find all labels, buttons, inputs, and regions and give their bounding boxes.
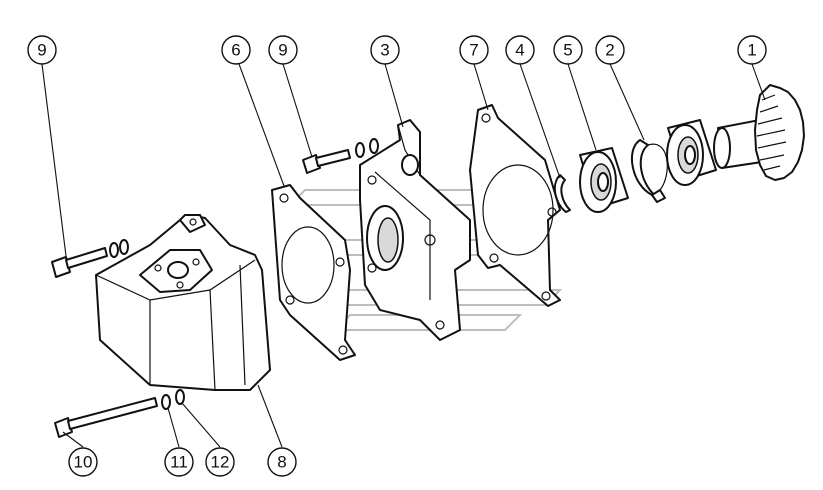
gasket-front-part <box>271 184 356 361</box>
callout-5: 5 <box>553 35 583 65</box>
callout-6: 6 <box>221 35 251 65</box>
callout-label: 12 <box>211 453 230 472</box>
callout-9-upper-left: 9 <box>27 35 57 65</box>
callout-12: 12 <box>205 447 235 477</box>
bearing-outer-part <box>666 119 717 186</box>
callout-label: 11 <box>170 453 188 472</box>
callout-1: 1 <box>737 35 767 65</box>
pump-body-part <box>95 214 271 391</box>
callout-4: 4 <box>505 35 535 65</box>
callout-7: 7 <box>459 35 489 65</box>
callout-label: 9 <box>278 41 287 60</box>
callout-3: 3 <box>370 35 400 65</box>
callout-9-upper-middle: 9 <box>268 35 298 65</box>
snap-ring-large-part <box>631 139 668 203</box>
housing-part <box>359 119 471 341</box>
callout-label: 10 <box>74 453 93 472</box>
callout-8: 8 <box>267 447 297 477</box>
callout-label: 3 <box>380 41 389 60</box>
callout-label: 6 <box>231 41 240 60</box>
callout-label: 1 <box>747 41 756 60</box>
bearing-part <box>579 147 629 213</box>
callout-2: 2 <box>595 35 625 65</box>
callout-label: 4 <box>515 41 524 60</box>
bolt-left-part <box>51 239 129 278</box>
bolt-upper-part <box>302 138 379 174</box>
callout-label: 8 <box>277 453 286 472</box>
callout-label: 7 <box>469 41 478 60</box>
callout-10: 10 <box>68 447 98 477</box>
gasket-rear-part <box>469 104 561 307</box>
callout-11: 11 <box>164 447 194 477</box>
gear-shaft-part <box>713 84 805 181</box>
callout-label: 5 <box>563 41 572 60</box>
bolt-long-part <box>54 389 185 438</box>
callout-label: 2 <box>605 41 614 60</box>
callout-label: 9 <box>37 41 46 60</box>
leader-lines <box>41 63 766 448</box>
